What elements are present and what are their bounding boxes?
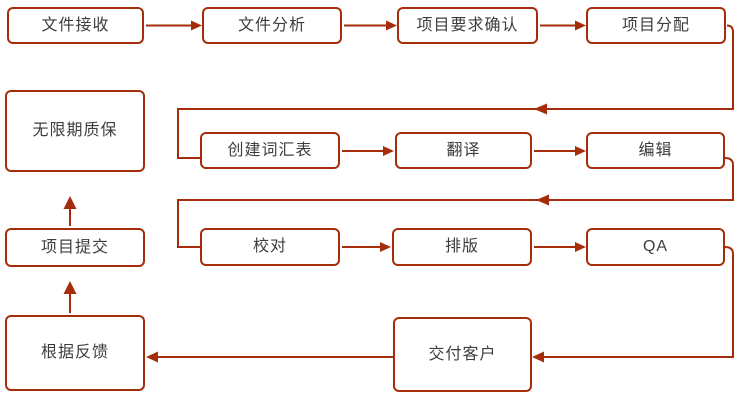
edge-requirements-confirmation-to-project-assignment: [540, 20, 586, 31]
arrowhead-icon: [534, 103, 547, 115]
edge-proofreading-to-typesetting: [342, 242, 391, 252]
node-translation: 翻译: [395, 132, 532, 169]
arrowhead-icon: [380, 242, 391, 252]
arrowhead-icon: [386, 20, 397, 31]
node-create-glossary: 创建词汇表: [200, 132, 340, 169]
arrowhead-icon: [63, 281, 77, 294]
node-proofreading: 校对: [200, 228, 340, 266]
arrowhead-icon: [575, 20, 586, 31]
node-feedback: 根据反馈: [5, 315, 145, 391]
node-editing: 编辑: [586, 132, 725, 169]
node-project-assignment: 项目分配: [586, 7, 726, 44]
node-project-submission: 项目提交: [5, 228, 145, 267]
edge-feedback-to-project-submission: [63, 281, 77, 313]
node-client-delivery: 交付客户: [393, 317, 532, 392]
arrowhead-icon: [146, 351, 158, 363]
edge-file-reception-to-file-analysis: [146, 20, 202, 31]
edge-create-glossary-to-translation: [342, 146, 394, 156]
edge-file-analysis-to-requirements-confirmation: [344, 20, 397, 31]
node-file-reception: 文件接收: [7, 7, 144, 44]
arrowhead-icon: [536, 194, 549, 206]
arrowhead-icon: [63, 196, 77, 209]
node-requirements-confirmation: 项目要求确认: [397, 7, 538, 44]
arrowhead-icon: [191, 20, 202, 31]
node-typesetting: 排版: [392, 228, 532, 266]
arrowhead-icon: [575, 146, 586, 156]
node-file-analysis: 文件分析: [202, 7, 342, 44]
node-qa: QA: [586, 228, 725, 266]
arrowhead-icon: [575, 242, 586, 252]
arrowhead-icon: [383, 146, 394, 156]
arrowhead-icon: [532, 351, 544, 363]
edge-typesetting-to-qa: [534, 242, 586, 252]
edge-project-submission-to-unlimited-warranty: [63, 196, 77, 226]
edge-translation-to-editing: [534, 146, 586, 156]
edge-client-delivery-to-feedback: [146, 351, 393, 363]
node-unlimited-warranty: 无限期质保: [5, 90, 145, 172]
